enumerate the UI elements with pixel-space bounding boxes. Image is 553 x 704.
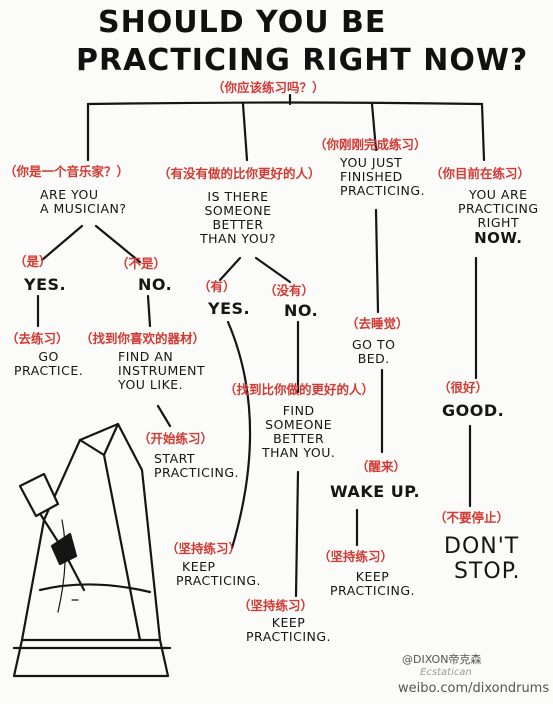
finished-question-cn: （你刚刚完成练习）: [314, 137, 427, 152]
keep-practicing-finished-cn: （坚持练习）: [318, 549, 394, 564]
drop-now: [480, 102, 486, 162]
dont-stop: DON'T STOP.: [444, 534, 521, 585]
wake-up: WAKE UP.: [330, 482, 421, 501]
keep-practicing-yes-cn: （坚持练习）: [166, 541, 242, 556]
watermark-url: weibo.com/dixondrums: [398, 681, 550, 696]
better-no-cn: （没有）: [264, 283, 315, 298]
keep-practicing-yes: KEEP PRACTICING.: [176, 559, 262, 588]
find-to-start: [156, 404, 172, 428]
root-bar: [86, 101, 484, 106]
find-to-keep2: [294, 470, 300, 598]
keep-practicing-find: KEEP PRACTICING.: [246, 615, 332, 644]
musician-no: NO.: [138, 275, 173, 294]
drop-finished: [370, 102, 378, 152]
no-to-find: [146, 294, 152, 328]
better-to-yes: [218, 256, 242, 282]
page-title-line1: SHOULD YOU BE: [98, 5, 387, 40]
better-to-no: [254, 256, 292, 284]
start-practicing: START PRACTICING.: [154, 451, 240, 480]
go-practice: GO PRACTICE.: [14, 349, 84, 378]
dont-stop-cn: （不要停止）: [434, 510, 510, 525]
start-practicing-cn: （开始练习）: [138, 431, 214, 446]
musician-to-yes: [40, 224, 84, 262]
musician-to-no: [94, 224, 142, 264]
find-instrument-cn: （找到你喜欢的器材）: [80, 331, 206, 346]
go-practice-cn: （去练习）: [6, 331, 69, 346]
drop-better: [241, 102, 249, 162]
better-yes: YES.: [208, 299, 251, 318]
root-question-cn: （你应该练习吗？）: [212, 80, 325, 95]
metronome-icon: [12, 422, 172, 678]
keep-practicing-find-cn: （坚持练习）: [238, 598, 314, 613]
musician-yes-cn: （是）: [14, 254, 52, 269]
go-to-bed-cn: （去睡觉）: [346, 316, 409, 331]
find-instrument: FIND AN INSTRUMENT YOU LIKE.: [118, 349, 206, 392]
go-to-bed: GO TO BED.: [352, 337, 396, 366]
better-no: NO.: [284, 301, 319, 320]
wake-up-cn: （醒来）: [356, 459, 407, 474]
keep-practicing-finished: KEEP PRACTICING.: [330, 569, 416, 598]
good-cn: （很好）: [438, 380, 489, 395]
find-better: FIND SOMEONE BETTER THAN YOU.: [262, 403, 336, 460]
musician-yes: YES.: [24, 275, 67, 294]
yes-to-keep: [226, 320, 252, 550]
finished-to-bed: [374, 208, 380, 314]
find-better-cn: （找到比你做的更好的人）: [224, 382, 375, 397]
page-title-line2: PRACTICING RIGHT NOW?: [76, 43, 529, 78]
now-question-cn: （你目前在练习）: [430, 166, 531, 181]
watermark-handle: @DIXON帝克森: [402, 653, 482, 666]
watermark-brand: Ecstatican: [420, 667, 472, 678]
finished-question: YOU JUST FINISHED PRACTICING.: [340, 155, 426, 198]
now-question: YOU ARE PRACTICING RIGHT NOW.: [458, 187, 539, 247]
good: GOOD.: [442, 401, 505, 420]
musician-question: ARE YOU A MUSICIAN?: [40, 187, 127, 216]
better-yes-cn: （有）: [198, 279, 236, 294]
better-question: IS THERE SOMEONE BETTER THAN YOU?: [200, 189, 276, 246]
musician-question-cn: （你是一个音乐家？）: [4, 164, 130, 179]
musician-no-cn: （不是）: [116, 256, 167, 271]
better-question-cn: （有没有做的比你更好的人）: [158, 166, 321, 181]
